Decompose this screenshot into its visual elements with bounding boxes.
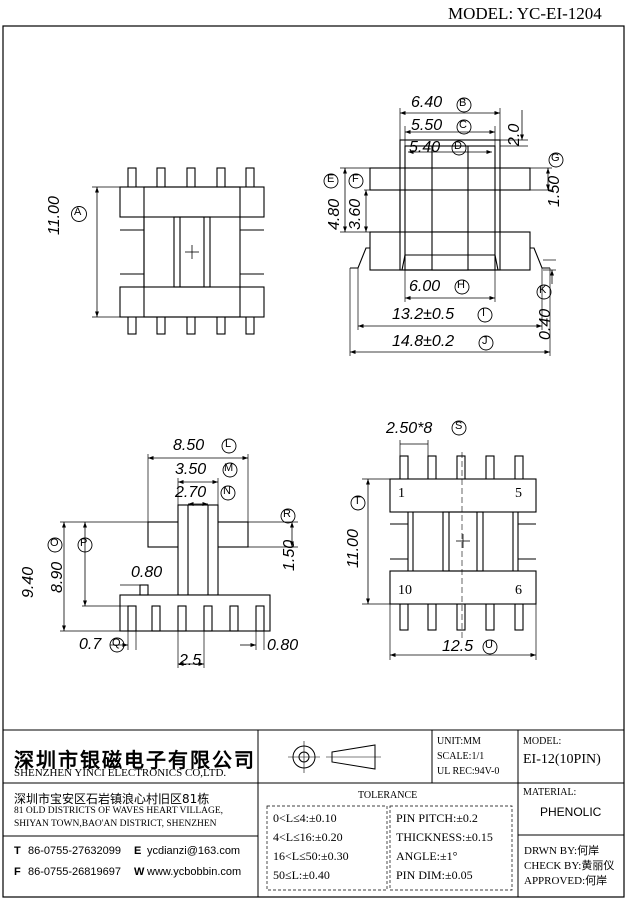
dim-080b-value: 0.80: [267, 637, 299, 654]
marker-s: S: [455, 420, 463, 432]
marker-t: T: [354, 495, 361, 507]
tolerance-label: TOLERANCE: [358, 790, 418, 801]
approved-by: APPROVED:何岸: [524, 875, 608, 887]
dim-h-value: 6.00: [409, 278, 441, 295]
company-name-cn: 深圳市银磁电子有限公司: [14, 748, 256, 772]
address-cn: 深圳市宝安区石岩镇浪心村旧区81栋: [14, 792, 210, 806]
tolerance-row-1: 0<L≤4:±0.10: [273, 811, 337, 825]
marker-c: C: [459, 119, 467, 131]
material-label: MATERIAL:: [523, 787, 577, 798]
model-value: EI-12(10PIN): [523, 752, 601, 767]
bottom-pins: [399, 455, 524, 631]
email-value: ycdianzi@163.com: [147, 845, 241, 857]
pin-6-label: 6: [515, 583, 522, 598]
dim-j-value: 14.8±0.2: [392, 333, 455, 350]
dim-t-value: 11.00: [345, 529, 362, 568]
marker-l: L: [225, 438, 232, 450]
dim-e-value: 4.80: [326, 198, 343, 230]
ul-label: UL REC:94V-0: [437, 766, 500, 777]
marker-e: E: [327, 173, 335, 185]
marker-g: G: [551, 152, 560, 164]
tolerance-row-4: 50≤L:±0.40: [273, 868, 330, 882]
marker-n: N: [223, 485, 231, 497]
fax-label: F: [14, 866, 21, 878]
dim-p-value: 8.90: [49, 561, 66, 593]
fax-value: 86-0755-26819697: [28, 866, 121, 878]
model-header: MODEL: YC-EI-1204: [448, 4, 602, 23]
marker-q: Q: [112, 637, 121, 649]
scale-label: SCALE:1/1: [437, 751, 485, 762]
tel-label: T: [14, 845, 21, 857]
marker-h: H: [457, 279, 465, 291]
dim-i-value: 13.2±0.5: [392, 306, 455, 323]
marker-k: K: [539, 284, 547, 296]
dim-g-value: 1.50: [546, 175, 563, 207]
tolerance-row-2: 4<L≤16:±0.20: [273, 830, 343, 844]
dim-q-value: 0.7: [79, 636, 102, 653]
marker-o: O: [50, 537, 59, 549]
dim-k-value: 0.40: [537, 308, 554, 340]
view-side: [60, 454, 298, 668]
marker-j: J: [482, 335, 488, 347]
dim-d-value: 5.40: [409, 139, 441, 156]
view-bottom: [362, 440, 537, 660]
dim-f-value: 3.60: [347, 198, 364, 230]
web-label: W: [134, 866, 145, 878]
dim-m-value: 3.50: [175, 461, 207, 478]
marker-a: A: [74, 206, 82, 218]
thickness-tolerance: THICKNESS:±0.15: [396, 830, 493, 844]
web-value: www.ycbobbin.com: [147, 866, 242, 878]
address-en-line2: SHIYAN TOWN,BAO'AN DISTRICT, SHENZHEN: [14, 819, 217, 829]
dim-080a-value: 0.80: [131, 564, 163, 581]
dim-l-value: 8.50: [173, 437, 205, 454]
view-front: [340, 108, 556, 356]
model-label: MODEL:: [523, 736, 562, 747]
angle-tolerance: ANGLE:±1°: [396, 849, 458, 863]
pin-10-label: 10: [398, 583, 412, 598]
dim-u-value: 12.5: [442, 638, 474, 655]
material-value: PHENOLIC: [540, 805, 602, 819]
outer-frame: [2, 25, 625, 898]
dim-r-value: 1.50: [281, 539, 298, 571]
pin-dim-tolerance: PIN DIM:±0.05: [396, 868, 473, 882]
marker-r: R: [283, 508, 291, 520]
dim-a-value: 11.00: [46, 196, 63, 235]
company-name-en: SHENZHEN YINCI ELECTRONICS CO,LTD.: [14, 767, 227, 779]
marker-u: U: [485, 639, 493, 651]
dim-b-value: 6.40: [411, 94, 443, 111]
dim-o-value: 9.40: [20, 566, 37, 598]
dimension-markers: [47, 97, 564, 655]
checked-by: CHECK BY:黄丽仪: [524, 860, 615, 872]
address-en-line1: 81 OLD DISTRICTS OF WAVES HEART VILLAGE,: [14, 806, 224, 816]
dim-n-value: 2.70: [175, 484, 207, 501]
pin-5-label: 5: [515, 486, 522, 501]
marker-m: M: [224, 462, 234, 474]
projection-symbol-icon: [288, 741, 381, 773]
marker-f: F: [352, 173, 359, 185]
marker-d: D: [454, 140, 462, 152]
email-label: E: [134, 845, 142, 857]
dim-2-value: 2.0: [506, 123, 523, 146]
drawn-by: DRWN BY:何岸: [524, 845, 600, 857]
title-block: [3, 729, 624, 897]
dim-25-value: 2.5: [179, 652, 202, 669]
marker-i: I: [482, 307, 486, 319]
pin-pitch-tolerance: PIN PITCH:±0.2: [396, 811, 478, 825]
marker-b: B: [459, 97, 467, 109]
dim-s-value: 2.50*8: [386, 420, 433, 437]
dim-c-value: 5.50: [411, 117, 443, 134]
unit-label: UNIT:MM: [437, 736, 481, 747]
tel-value: 86-0755-27632099: [28, 845, 121, 857]
pin-1-label: 1: [398, 486, 405, 501]
tolerance-row-3: 16<L≤50:±0.30: [273, 849, 349, 863]
marker-p: P: [80, 537, 88, 549]
view-top: [92, 167, 265, 335]
